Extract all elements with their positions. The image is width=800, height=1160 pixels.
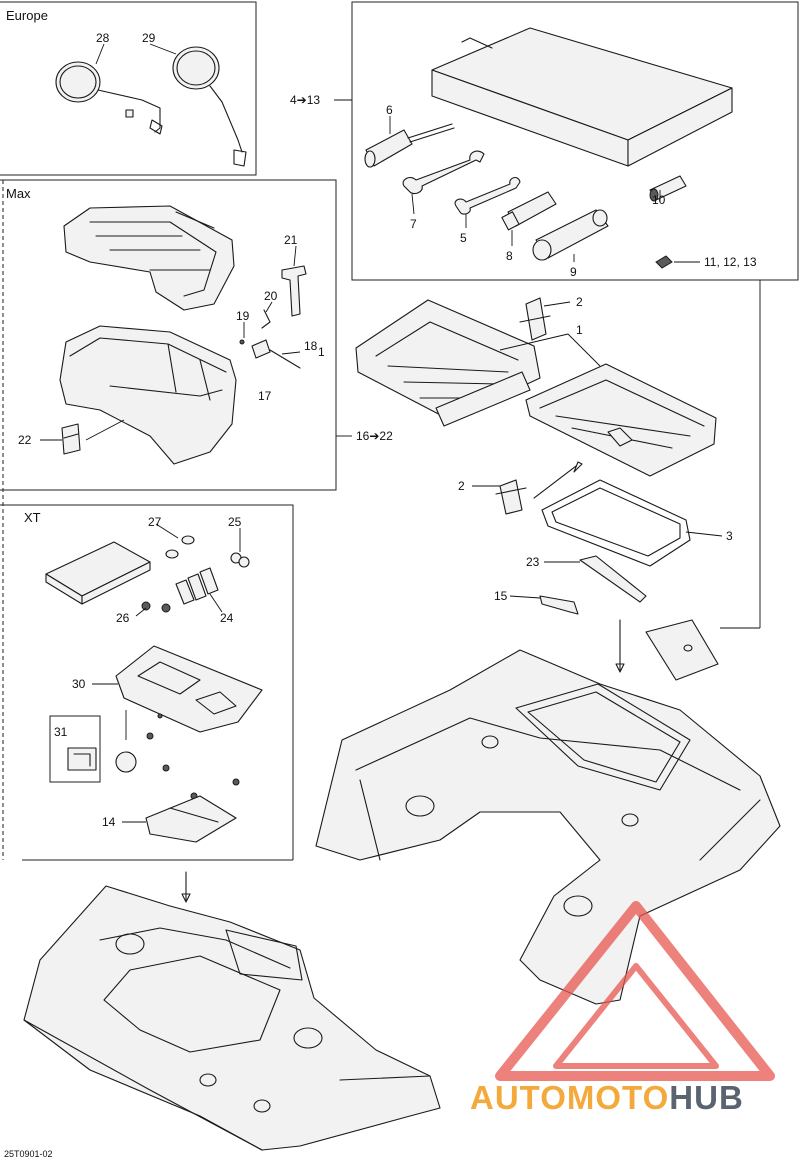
xt-clip-31 bbox=[67, 747, 97, 771]
xt-fasteners bbox=[115, 713, 240, 800]
bracket-2-bottom bbox=[495, 479, 527, 515]
callout-2-top: 2 bbox=[576, 295, 583, 309]
mirror-right bbox=[172, 46, 247, 167]
watermark-brand-part-a: AUTOMOTO bbox=[470, 1079, 670, 1116]
callout-26: 26 bbox=[116, 611, 130, 625]
strap-23 bbox=[579, 555, 647, 603]
callout-15: 15 bbox=[494, 589, 508, 603]
section-label-xt: XT bbox=[24, 510, 41, 525]
rack-rear bbox=[525, 363, 717, 477]
callout-1: 1 bbox=[576, 323, 583, 337]
callout-30: 30 bbox=[72, 677, 86, 691]
callout-31: 31 bbox=[54, 725, 68, 739]
rear-fender-standard bbox=[315, 649, 781, 1005]
socket-wrench-9 bbox=[532, 209, 609, 261]
open-wrench-7 bbox=[402, 150, 485, 195]
max-frame bbox=[0, 179, 337, 491]
max-latch-21 bbox=[281, 265, 307, 317]
mirror-left bbox=[55, 61, 163, 135]
screwdriver bbox=[364, 123, 455, 168]
callout-3: 3 bbox=[726, 529, 733, 543]
callout-28: 28 bbox=[96, 31, 110, 45]
callout-29: 29 bbox=[142, 31, 156, 45]
max-rack-top bbox=[63, 205, 235, 311]
seal-3 bbox=[541, 479, 691, 567]
bracket-2-top bbox=[519, 297, 551, 341]
callout-10: 10 bbox=[652, 193, 666, 207]
callout-4-13: 4➔13 bbox=[290, 93, 320, 107]
callout-9: 9 bbox=[570, 265, 577, 279]
max-hardware-17-19 bbox=[239, 339, 301, 369]
tool-bag-closed bbox=[645, 619, 719, 681]
watermark-brand: AUTOMOTOHUB bbox=[470, 1079, 800, 1119]
xt-frame bbox=[0, 504, 294, 861]
xt-hardware-24-27 bbox=[141, 535, 250, 613]
watermark-brand-part-b: HUB bbox=[669, 1079, 744, 1116]
xt-pad bbox=[45, 541, 151, 605]
watermark-triangle bbox=[495, 901, 775, 1081]
max-clip-22 bbox=[61, 423, 81, 455]
tool-kit-frame bbox=[351, 1, 799, 281]
open-wrench-5 bbox=[454, 176, 521, 215]
callout-23: 23 bbox=[526, 555, 540, 569]
max-storage-box bbox=[59, 325, 237, 465]
callout-18-suffix: 1 bbox=[318, 345, 325, 359]
callout-19: 19 bbox=[236, 309, 250, 323]
xt-clip-box bbox=[49, 715, 101, 783]
drawing-code: 25T0901-02 bbox=[4, 1149, 53, 1159]
callout-22: 22 bbox=[18, 433, 32, 447]
callout-14: 14 bbox=[102, 815, 116, 829]
fuse-holder-10 bbox=[649, 175, 687, 202]
socket-wrench-8 bbox=[501, 191, 557, 231]
callout-21: 21 bbox=[284, 233, 298, 247]
callout-18: 18 bbox=[304, 339, 318, 353]
callout-7: 7 bbox=[410, 217, 417, 231]
rear-fender-xt bbox=[23, 885, 441, 1151]
section-label-max: Max bbox=[6, 186, 31, 201]
callout-6: 6 bbox=[386, 103, 393, 117]
xt-plate-30 bbox=[115, 645, 263, 733]
callout-5: 5 bbox=[460, 231, 467, 245]
callout-20: 20 bbox=[264, 289, 278, 303]
callout-11-13: 11, 12, 13 bbox=[704, 255, 757, 269]
callout-17: 17 bbox=[258, 389, 272, 403]
callout-27: 27 bbox=[148, 515, 162, 529]
xt-lock-14 bbox=[145, 795, 237, 843]
callout-24: 24 bbox=[220, 611, 234, 625]
callout-25: 25 bbox=[228, 515, 242, 529]
section-label-europe: Europe bbox=[6, 8, 48, 23]
tool-bag bbox=[431, 27, 733, 167]
rack-front bbox=[355, 299, 541, 427]
fuses-11-13 bbox=[655, 255, 673, 269]
key-15 bbox=[539, 595, 579, 615]
callout-16-22: 16➔22 bbox=[356, 429, 393, 443]
callout-2-bottom: 2 bbox=[458, 479, 465, 493]
max-hinge-20 bbox=[261, 309, 271, 329]
callout-8: 8 bbox=[506, 249, 513, 263]
europe-frame bbox=[0, 1, 257, 176]
